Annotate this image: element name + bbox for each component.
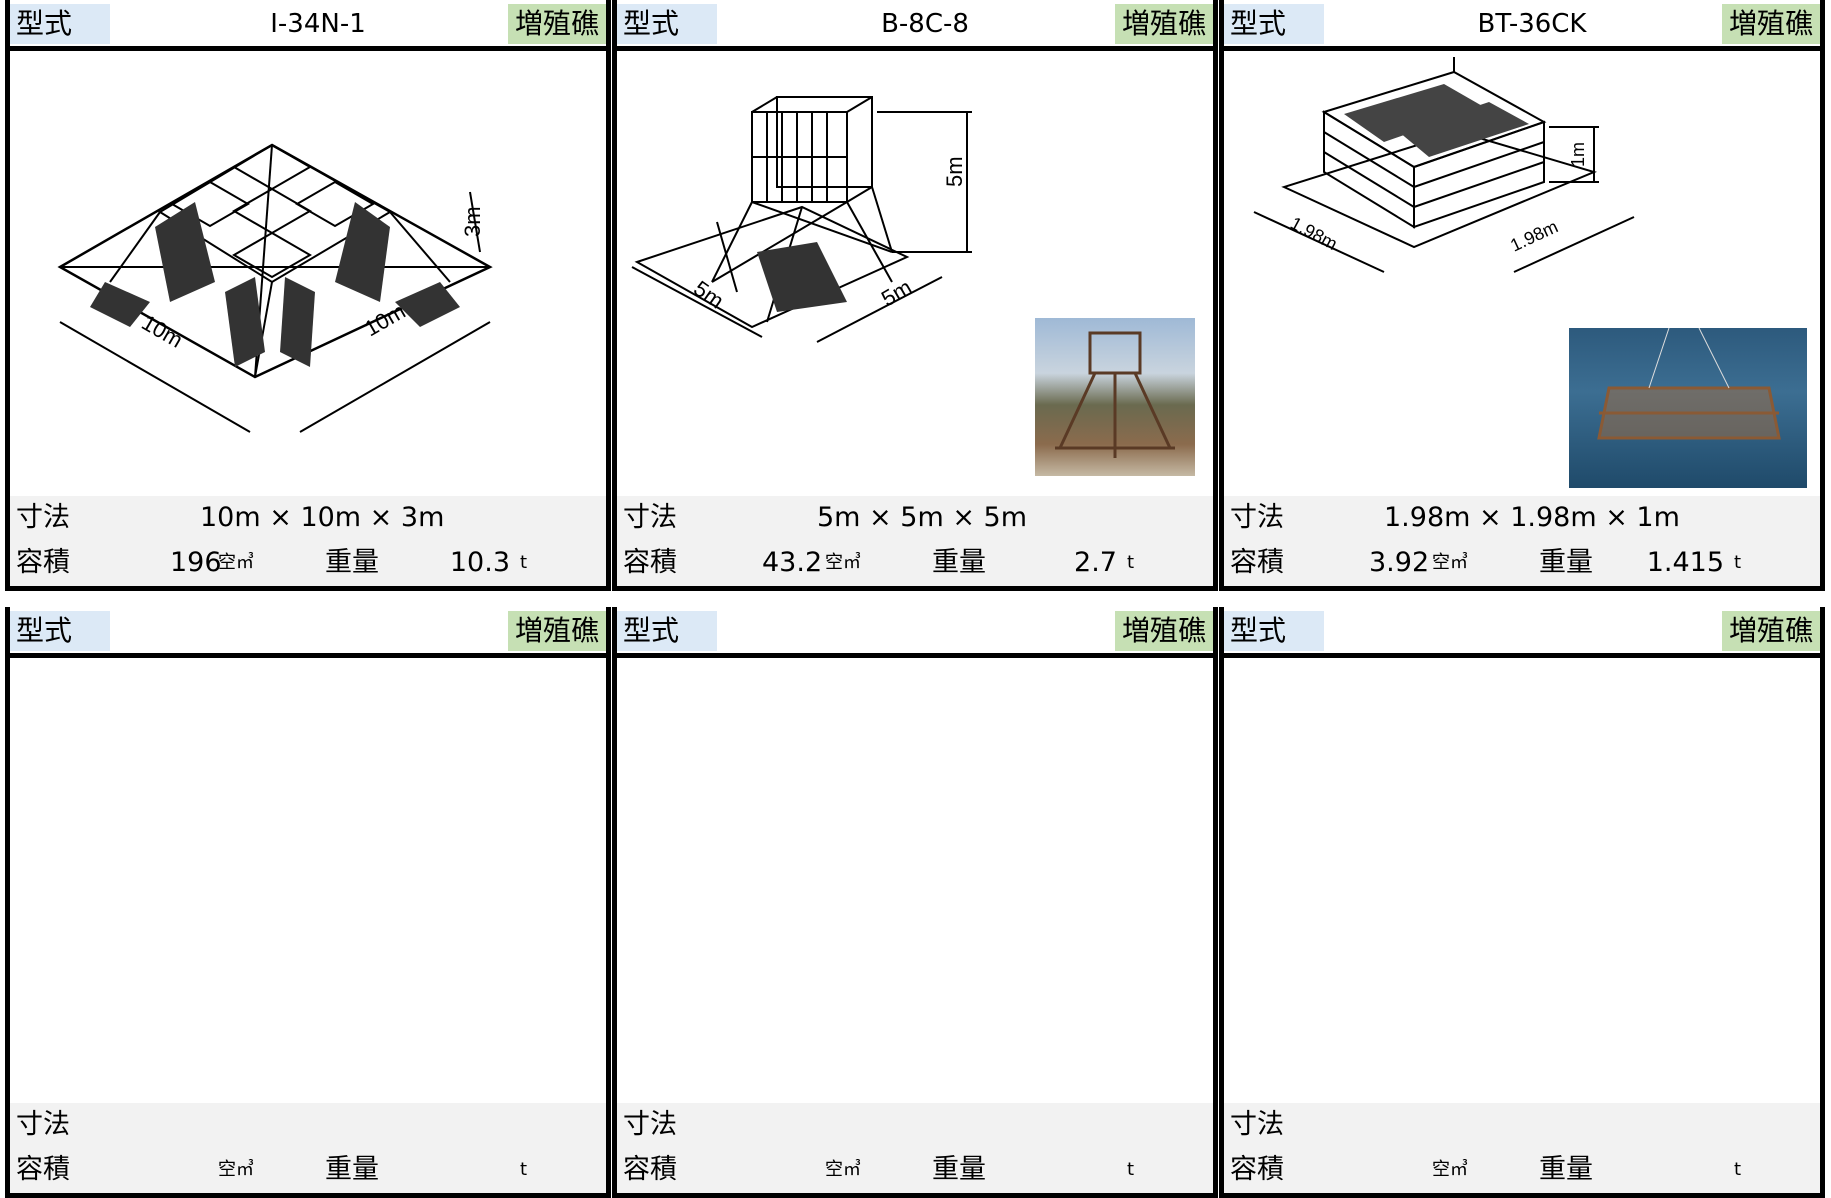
empty-figure-area [10, 659, 606, 1105]
volume-value: 196 [170, 547, 222, 578]
volume-unit: 空㎥ [218, 1159, 254, 1180]
category-badge: 増殖礁 [1115, 4, 1213, 44]
spec-panel: 寸法 容積 空㎥ 重量 t [617, 1103, 1213, 1193]
empty-figure-area [617, 659, 1213, 1105]
empty-figure-area [1224, 659, 1820, 1105]
weight-unit: t [1734, 552, 1742, 573]
volume-unit: 空㎥ [1432, 1159, 1468, 1180]
dimension-key: 寸法 [623, 502, 677, 533]
dimension-key: 寸法 [16, 1109, 70, 1140]
model-label: 型式 [617, 4, 717, 44]
weight-value: 10.3 [449, 547, 510, 578]
dim-label-height: 3m [460, 206, 485, 237]
volume-value: 43.2 [762, 547, 823, 578]
reef-photo [1569, 327, 1807, 488]
model-name [1344, 611, 1720, 651]
model-label: 型式 [617, 611, 717, 651]
dimension-key: 寸法 [623, 1109, 677, 1140]
dimension-key: 寸法 [1230, 1109, 1284, 1140]
card-header: 型式 増殖礁 [10, 607, 606, 658]
category-badge: 増殖礁 [1722, 4, 1820, 44]
model-label: 型式 [10, 611, 110, 651]
volume-key: 容積 [16, 547, 70, 578]
dim-label-left: 5m [689, 276, 728, 314]
weight-key: 重量 [1539, 547, 1593, 578]
category-badge: 増殖礁 [508, 4, 606, 44]
product-card-3: 型式 BT-36CK 増殖礁 [1219, 0, 1825, 591]
product-card-5: 型式 増殖礁 寸法 容積 空㎥ 重量 t [612, 607, 1218, 1198]
card-header: 型式 BT-36CK 増殖礁 [1224, 0, 1820, 51]
box-reef-illustration: 1.98m 1.98m 1m [1253, 57, 1635, 273]
weight-key: 重量 [1539, 1154, 1593, 1185]
model-label: 型式 [10, 4, 110, 44]
volume-value: 3.92 [1369, 547, 1430, 578]
pyramid-reef-illustration: 10m 10m 3m [57, 143, 493, 433]
reef-drawing-tower: 5m 5m 5m [617, 52, 1213, 498]
spec-panel: 寸法 容積 空㎥ 重量 t [1224, 1103, 1820, 1193]
weight-unit: t [1734, 1159, 1742, 1180]
model-label: 型式 [1224, 611, 1324, 651]
volume-key: 容積 [623, 547, 677, 578]
model-name: I-34N-1 [270, 9, 366, 39]
weight-unit: t [1127, 1159, 1135, 1180]
volume-unit: 空㎥ [218, 552, 254, 573]
reef-drawing-box: 1.98m 1.98m 1m [1224, 52, 1820, 498]
product-card-4: 型式 増殖礁 寸法 容積 空㎥ 重量 t [5, 607, 611, 1198]
weight-key: 重量 [932, 1154, 986, 1185]
volume-key: 容積 [16, 1154, 70, 1185]
model-name: BT-36CK [1477, 9, 1587, 39]
volume-unit: 空㎥ [825, 552, 861, 573]
spec-panel: 寸法 容積 空㎥ 重量 t [10, 1103, 606, 1193]
dimension-value: 10m × 10m × 3m [200, 502, 445, 533]
model-label: 型式 [1224, 4, 1324, 44]
dim-label-left: 1.98m [1287, 213, 1341, 254]
category-badge: 増殖礁 [1722, 611, 1820, 651]
product-card-1: 型式 I-34N-1 増殖礁 [5, 0, 611, 591]
volume-key: 容積 [623, 1154, 677, 1185]
dimension-value: 5m × 5m × 5m [817, 502, 1028, 533]
card-header: 型式 I-34N-1 増殖礁 [10, 0, 606, 51]
card-header: 型式 B-8C-8 増殖礁 [617, 0, 1213, 51]
model-name [737, 611, 1113, 651]
weight-unit: t [1127, 552, 1135, 573]
tower-reef-illustration: 5m 5m 5m [631, 96, 972, 343]
dimension-value: 1.98m × 1.98m × 1m [1384, 502, 1680, 533]
weight-unit: t [520, 1159, 528, 1180]
weight-value: 1.415 [1646, 547, 1724, 578]
product-card-2: 型式 B-8C-8 増殖礁 [612, 0, 1218, 591]
weight-key: 重量 [325, 547, 379, 578]
volume-unit: 空㎥ [825, 1159, 861, 1180]
category-badge: 増殖礁 [508, 611, 606, 651]
spec-panel: 寸法 10m × 10m × 3m 容積 196 空㎥ 重量 10.3 t [10, 496, 606, 586]
dimension-key: 寸法 [16, 502, 70, 533]
category-badge: 増殖礁 [1115, 611, 1213, 651]
weight-key: 重量 [325, 1154, 379, 1185]
dimension-key: 寸法 [1230, 502, 1284, 533]
spec-panel: 寸法 1.98m × 1.98m × 1m 容積 3.92 空㎥ 重量 1.415… [1224, 496, 1820, 586]
volume-key: 容積 [1230, 1154, 1284, 1185]
weight-key: 重量 [932, 547, 986, 578]
volume-key: 容積 [1230, 547, 1284, 578]
dim-label-height: 1m [1568, 142, 1588, 167]
model-name [130, 611, 506, 651]
spec-panel: 寸法 5m × 5m × 5m 容積 43.2 空㎥ 重量 2.7 t [617, 496, 1213, 586]
card-header: 型式 増殖礁 [617, 607, 1213, 658]
product-card-6: 型式 増殖礁 寸法 容積 空㎥ 重量 t [1219, 607, 1825, 1198]
dim-label-height: 5m [942, 156, 967, 187]
volume-unit: 空㎥ [1432, 552, 1468, 573]
dim-label-right: 5m [877, 274, 916, 311]
weight-value: 2.7 [1074, 547, 1117, 578]
model-name: B-8C-8 [881, 9, 969, 39]
reef-drawing-pyramid: 10m 10m 3m [10, 52, 606, 498]
reef-photo [1035, 318, 1195, 476]
weight-unit: t [520, 552, 528, 573]
dim-label-right: 1.98m [1507, 216, 1561, 255]
card-header: 型式 増殖礁 [1224, 607, 1820, 658]
